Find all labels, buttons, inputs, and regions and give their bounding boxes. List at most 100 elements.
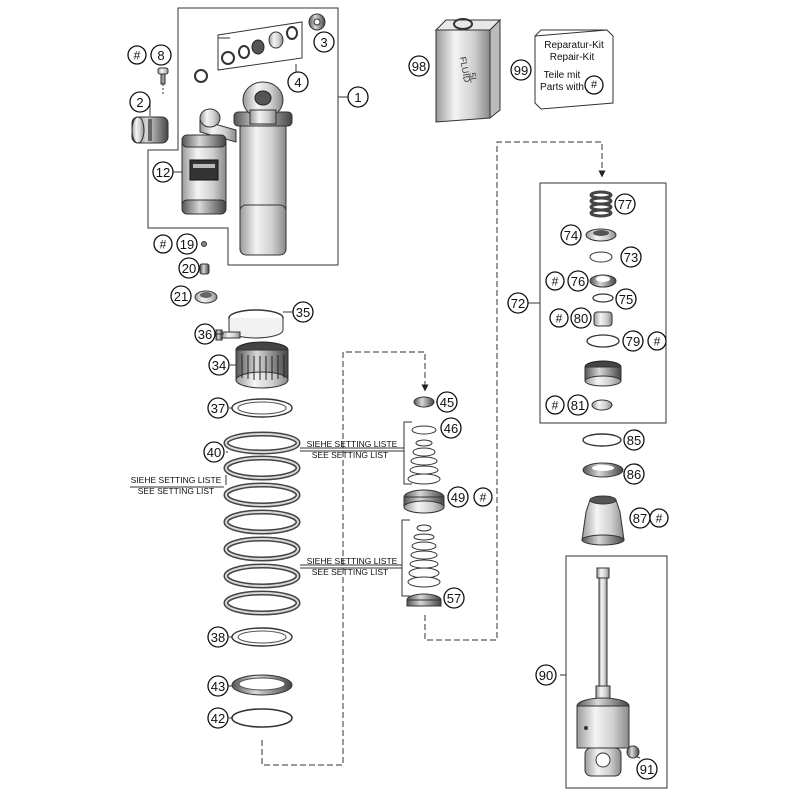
- callout-1: 1: [347, 86, 369, 108]
- hash-circle: [545, 271, 565, 291]
- callout-circle-91: [636, 758, 658, 780]
- callout-label-3: 3: [320, 35, 327, 50]
- shock-body-part: [199, 81, 293, 256]
- callout-label-99: 99: [514, 63, 528, 78]
- callout-circle-4: [287, 71, 309, 93]
- callout-circle-75: [615, 288, 637, 310]
- repair-kit-box: Reparatur-Kit Repair-Kit Teile mit Parts…: [534, 29, 614, 110]
- repair-kit-line-4: Parts with: [540, 82, 584, 93]
- callout-circle-43: [207, 675, 229, 697]
- callout-label-21: 21: [174, 289, 188, 304]
- callout-circle-38: [207, 626, 229, 648]
- callout-57: 57: [443, 587, 465, 609]
- callout-circle-35: [292, 301, 314, 323]
- callout-73: 73: [620, 246, 642, 268]
- piston-rod-part: [576, 567, 640, 777]
- callout-label-87: 87: [633, 511, 647, 526]
- callout-label-98: 98: [412, 59, 426, 74]
- callout-label-2: 2: [136, 95, 143, 110]
- fluid-can: FLUID 5L: [434, 18, 502, 123]
- callout-label-73: 73: [624, 250, 638, 265]
- hash-circle: [549, 308, 569, 328]
- callout-circle-1: [347, 86, 369, 108]
- callout-36: 36: [194, 323, 216, 345]
- callout-circle-79: [622, 330, 644, 352]
- callout-label-1: 1: [354, 90, 361, 105]
- callout-38: 38: [207, 626, 229, 648]
- callout-layer: 1234812192021343536373840424345464957727…: [129, 31, 658, 780]
- piston-group-parts: [584, 190, 622, 411]
- callout-circle-73: [620, 246, 642, 268]
- callout-label-42: 42: [211, 711, 225, 726]
- callout-circle-2: [129, 91, 151, 113]
- hash-symbol: #: [552, 275, 559, 289]
- hash-marker: #: [473, 487, 493, 507]
- callout-label-12: 12: [156, 165, 170, 180]
- shim-stack-parts: [403, 396, 445, 607]
- callout-circle-3: [313, 31, 335, 53]
- hash-marker: #: [127, 45, 147, 65]
- callout-74: 74: [560, 224, 582, 246]
- shock-assembly-frame: [147, 7, 339, 266]
- callout-label-85: 85: [627, 433, 641, 448]
- hash-marker: #: [545, 271, 565, 291]
- setting-notes: SIEHE SETTING LISTE SEE SETTING LIST SIE…: [130, 439, 404, 577]
- ring-part-37: [231, 398, 293, 418]
- hash-marker: #: [153, 234, 173, 254]
- callout-label-81: 81: [571, 398, 585, 413]
- callout-circle-34: [208, 354, 230, 376]
- callout-circle-49: [447, 486, 469, 508]
- callout-79: 79: [622, 330, 644, 352]
- callout-circle-21: [170, 285, 192, 307]
- callout-label-35: 35: [296, 305, 310, 320]
- hash-marker: #: [649, 508, 669, 528]
- callout-46: 46: [440, 417, 462, 439]
- hash-symbol: #: [656, 512, 663, 526]
- note-see-1: SEE SETTING LIST: [312, 450, 389, 460]
- callout-circle-37: [207, 397, 229, 419]
- lower-right-parts: [581, 433, 625, 546]
- hash-symbol: #: [160, 238, 167, 252]
- callout-label-90: 90: [539, 668, 553, 683]
- callout-label-36: 36: [198, 327, 212, 342]
- callout-76: 76: [567, 270, 589, 292]
- callout-99: 99: [510, 59, 532, 81]
- screw-part-8: [157, 67, 169, 95]
- hash-symbol: #: [552, 399, 559, 413]
- note-siehe-1: SIEHE SETTING LISTE: [307, 439, 398, 449]
- hash-marker: #: [545, 395, 565, 415]
- bolt-part-36: [215, 329, 241, 341]
- callout-circle-36: [194, 323, 216, 345]
- callout-circle-81: [567, 394, 589, 416]
- callout-label-40: 40: [207, 445, 221, 460]
- callout-21: 21: [170, 285, 192, 307]
- fluid-can-text-1: FLUID: [458, 56, 472, 84]
- adjust-nut-part-34: [235, 341, 289, 389]
- hash-symbol: #: [134, 49, 141, 63]
- callout-85: 85: [623, 429, 645, 451]
- repair-kit-line-3: Teile mit: [544, 70, 581, 81]
- hash-circle: [127, 45, 147, 65]
- callout-label-37: 37: [211, 401, 225, 416]
- callout-circle-99: [510, 59, 532, 81]
- washer-part-43: [231, 674, 293, 696]
- callout-77: 77: [614, 193, 636, 215]
- callout-43: 43: [207, 675, 229, 697]
- note-siehe-3: SIEHE SETTING LISTE: [307, 556, 398, 566]
- seal-kit-part-4: [194, 21, 303, 83]
- callout-40: 40: [203, 441, 225, 463]
- stack-brackets: [225, 421, 412, 597]
- callout-label-86: 86: [627, 467, 641, 482]
- hash-circle: [153, 234, 173, 254]
- callout-circle-8: [150, 44, 172, 66]
- callout-label-74: 74: [564, 228, 578, 243]
- repair-kit-line-1: Reparatur-Kit: [544, 40, 604, 51]
- callout-label-76: 76: [571, 274, 585, 289]
- piston-rod-frame: [565, 555, 668, 789]
- hash-symbol: #: [654, 335, 661, 349]
- reservoir-part: [181, 134, 227, 215]
- callout-circle-42: [207, 707, 229, 729]
- callout-12: 12: [152, 161, 174, 183]
- hash-marker-layer: ########: [127, 45, 669, 528]
- callout-circle-98: [408, 55, 430, 77]
